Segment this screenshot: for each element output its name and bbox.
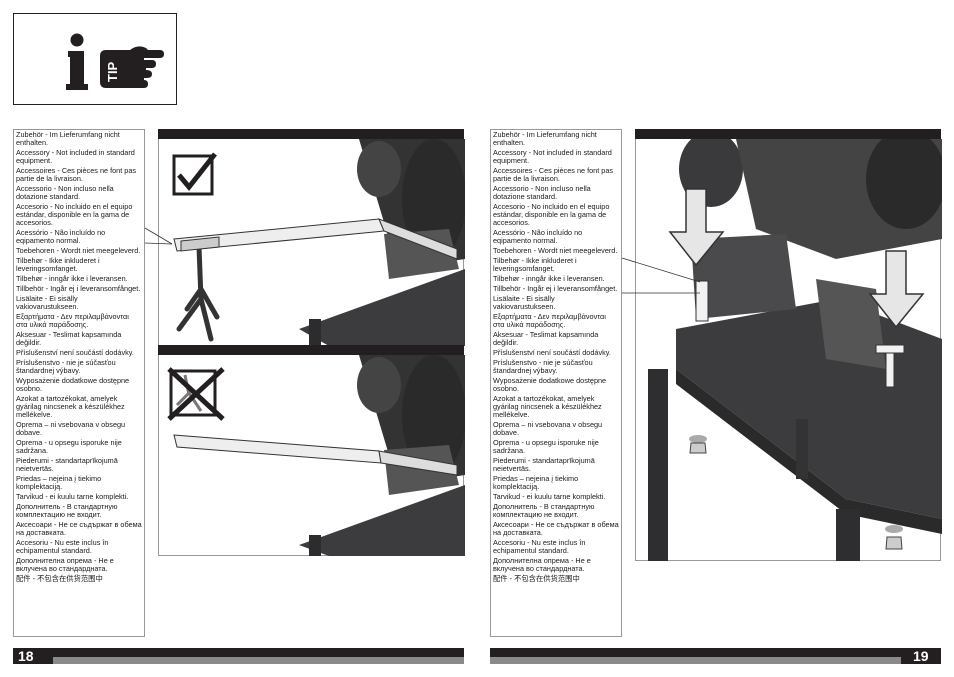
accessory-note: Accessoires - Ces pièces ne font pas par… (16, 166, 137, 183)
accessory-note: Toebehoren - Wordt niet meegeleverd. (16, 246, 141, 255)
accessory-note: Εξαρτήματα - Δεν περιλαμβάνονται στα υλι… (493, 312, 606, 329)
accessory-note: Príslušenstvo - nie je súčasťou štandard… (493, 358, 593, 375)
crossed-out-stand-icon (167, 367, 225, 421)
accessory-note: Accesoriu - Nu este inclus în echipament… (16, 538, 109, 555)
accessory-note: Дополнителна опрема - Не е вклучена во с… (16, 556, 114, 573)
accessory-note: Oprema – ni vsebovana v obsegu dobave. (16, 420, 126, 437)
accessory-note: Accesorio - No incluido en el equipo est… (16, 202, 133, 227)
figure-3 (635, 129, 946, 561)
accessory-note: Wyposażenie dodatkowe dostępne osobno. (493, 376, 607, 393)
figure-3-header-bar (635, 129, 941, 139)
accessory-note: Piederumi - standartaprīkojumā neietvert… (493, 456, 595, 473)
accessory-note: Aksesuar - Teslimat kapsamında değildir. (16, 330, 122, 347)
right-footer-grey (490, 657, 901, 664)
checkmark-box-icon (172, 152, 217, 196)
accessory-note: Azokat a tartozékokat, amelyek gyárilag … (16, 394, 125, 419)
accessory-note: Príslušenstvo - nie je súčasťou štandard… (16, 358, 116, 375)
accessory-note: Toebehoren - Wordt niet meegeleverd. (493, 246, 618, 255)
accessory-note: Příslušenství není součástí dodávky. (16, 348, 134, 357)
accessory-note: Εξαρτήματα - Δεν περιλαμβάνονται στα υλι… (16, 312, 129, 329)
accessory-note: Accessory - Not included in standard equ… (493, 148, 612, 165)
figure-1 (158, 139, 466, 346)
accessory-note: Tillbehör - Ingår ej i leveransomfånget. (493, 284, 618, 293)
accessory-note: Tilbehør - Ikke inkluderet i leveringsom… (16, 256, 100, 273)
accessory-note: Accessoires - Ces pièces ne font pas par… (493, 166, 614, 183)
info-tip-box: TIP (13, 13, 177, 105)
accessory-note: Tillbehör - Ingår ej i leveransomfånget. (16, 284, 141, 293)
accessory-note: Tilbehør - Ikke inkluderet i leveringsom… (493, 256, 577, 273)
accessory-note: 配件 - 不包含在供货范围中 (16, 574, 103, 583)
accessory-note: Дополнитель - В стандартную комплектацию… (493, 502, 595, 519)
accessory-note: Accessorio - Non incluso nella dotazione… (16, 184, 114, 201)
accessory-note: Piederumi - standartaprīkojumā neietvert… (16, 456, 118, 473)
accessory-note: Tarvikud - ei kuulu tarne komplekti. (16, 492, 129, 501)
figure-2-header-bar (158, 345, 464, 355)
accessory-note: Priedas – nejeina į tiekimo komplektacij… (493, 474, 579, 491)
accessory-note: Tarvikud - ei kuulu tarne komplekti. (493, 492, 606, 501)
accessory-note: Oprema – ni vsebovana v obsegu dobave. (493, 420, 603, 437)
accessory-note: 配件 - 不包含在供货范围中 (493, 574, 580, 583)
accessory-note: Accesorio - No incluido en el equipo est… (493, 202, 610, 227)
info-icon (66, 33, 88, 90)
accessory-note: Аксесоари - Не се съдържат в обема на до… (493, 520, 619, 537)
accessory-note: Accessorio - Non incluso nella dotazione… (493, 184, 591, 201)
accessory-note: Oprema - u opsegu isporuke nije sadržana… (16, 438, 122, 455)
accessory-note: Zubehör - Im Lieferumfang nicht enthalte… (16, 130, 120, 147)
down-arrow-icon (868, 250, 925, 329)
down-arrow-icon (668, 188, 725, 267)
right-footer-bar (490, 648, 941, 657)
accessory-note: Accesoriu - Nu este inclus în echipament… (493, 538, 586, 555)
accessory-note: Accessory - Not included in standard equ… (16, 148, 135, 165)
accessory-note: Аксесоари - Не се съдържат в обема на до… (16, 520, 142, 537)
accessory-note: Дополнителна опрема - Не е вклучена во с… (493, 556, 591, 573)
accessory-note: Lisälaite - Ei sisälly vakiovarustukseen… (16, 294, 79, 311)
tip-label: TIP (105, 61, 120, 82)
accessory-note: Zubehör - Im Lieferumfang nicht enthalte… (493, 130, 597, 147)
figure-1-header-bar (158, 129, 464, 139)
accessory-note: Acessório - Não incluído no eqipamento n… (493, 228, 583, 245)
accessory-note: Wyposażenie dodatkowe dostępne osobno. (16, 376, 130, 393)
accessory-note: Acessório - Não incluído no eqipamento n… (16, 228, 106, 245)
accessory-note: Aksesuar - Teslimat kapsamında değildir. (493, 330, 599, 347)
accessory-note: Lisälaite - Ei sisälly vakiovarustukseen… (493, 294, 556, 311)
right-accessory-notes: Zubehör - Im Lieferumfang nicht enthalte… (490, 129, 622, 637)
accessory-note: Azokat a tartozékokat, amelyek gyárilag … (493, 394, 602, 419)
figure-2 (158, 355, 466, 556)
tip-pointing-hand-icon: TIP (100, 46, 164, 88)
left-page-number: 18 (18, 648, 34, 664)
accessory-note: Tilbehør - inngår ikke i leveransen. (493, 274, 605, 283)
left-footer-bar (13, 648, 464, 657)
right-page-number: 19 (913, 648, 929, 664)
accessory-note: Priedas – nejeina į tiekimo komplektacij… (16, 474, 102, 491)
left-accessory-notes: Zubehör - Im Lieferumfang nicht enthalte… (13, 129, 145, 637)
accessory-note: Tilbehør - inngår ikke i leveransen. (16, 274, 128, 283)
accessory-note: Дополнитель - В стандартную комплектацию… (16, 502, 118, 519)
accessory-note: Příslušenství není součástí dodávky. (493, 348, 611, 357)
accessory-note: Oprema - u opsegu isporuke nije sadržana… (493, 438, 599, 455)
left-footer-grey (53, 657, 464, 664)
